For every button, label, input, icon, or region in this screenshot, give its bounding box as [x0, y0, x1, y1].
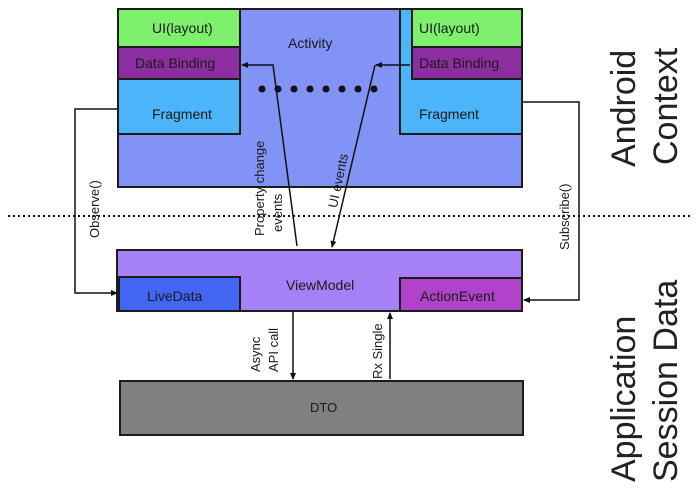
activity-label: Activity	[288, 35, 333, 51]
property-change-arrow	[241, 62, 298, 247]
observe-arrow	[74, 108, 118, 296]
viewmodel-label: ViewModel	[286, 277, 355, 293]
async-label-2: API call	[266, 327, 281, 372]
left-data-binding-label: Data Binding	[135, 55, 216, 71]
livedata-box	[118, 276, 241, 312]
left-ui-layout-box	[117, 8, 241, 48]
subscribe-arrow	[523, 101, 580, 303]
dto-label: DTO	[310, 400, 338, 415]
async-label-1: Async	[248, 336, 263, 372]
left-ui-layout-label: UI(layout)	[152, 20, 213, 36]
ellipsis-dots	[258, 85, 378, 93]
subscribe-label: Subscribe()	[557, 183, 572, 250]
rx-single-label: Rx Single	[370, 323, 385, 379]
observe-label: Observe()	[87, 180, 102, 238]
right-data-binding-label: Data Binding	[419, 55, 500, 71]
property-change-label-2: events	[270, 193, 285, 232]
right-ui-layout-label: UI(layout)	[419, 20, 480, 36]
zone-app-line2: Session Data	[647, 279, 685, 482]
left-data-binding-box	[117, 46, 241, 80]
ui-events-arrow	[330, 64, 376, 248]
dto-box	[119, 380, 524, 436]
livedata-label: LiveData	[147, 288, 203, 304]
actionevent-label: ActionEvent	[420, 288, 495, 304]
zone-app-line1: Application	[605, 315, 643, 482]
zone-android-line1: Android	[605, 49, 643, 167]
right-fragment-label: Fragment	[419, 106, 479, 122]
actionevent-box	[399, 277, 523, 312]
property-change-label-1: Property change	[252, 140, 267, 236]
zone-android-line2: Context	[647, 47, 685, 165]
left-fragment-label: Fragment	[152, 106, 212, 122]
right-data-binding-box	[411, 46, 523, 80]
